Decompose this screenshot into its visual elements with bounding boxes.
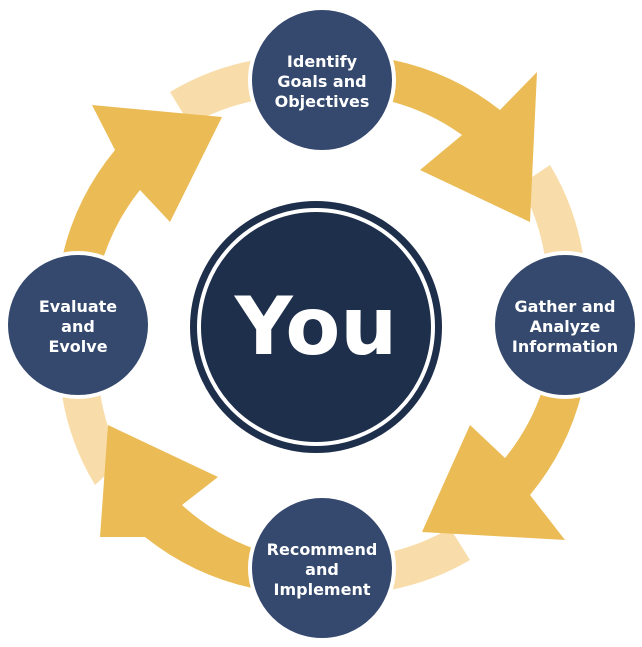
stage-identify-line-1: Identify [287,52,358,71]
stage-identify-line-2: Goals and [277,72,366,91]
arrow-identify-to-gather [385,60,537,222]
stage-gather-line-2: Analyze [530,317,601,336]
stage-evaluate: Evaluate and Evolve [4,251,152,399]
stage-recommend-line-3: Implement [274,580,371,599]
stage-circle-recommend [248,494,396,642]
stage-identify-line-3: Objectives [275,92,370,111]
arrow-gather-to-recommend [422,388,582,540]
stage-gather: Gather and Analyze Information [491,251,639,399]
stage-gather-line-3: Information [512,337,618,356]
arrow-recommend-to-evaluate [100,425,258,588]
stage-circle-identify [248,6,396,154]
stage-circle-gather [491,251,639,399]
stage-recommend-line-1: Recommend [267,540,378,559]
stage-recommend: Recommend and Implement [248,494,396,642]
stage-circle-evaluate [4,251,152,399]
stage-identify: Identify Goals and Objectives [248,6,396,154]
cycle-arrows [62,60,582,588]
stage-evaluate-line-3: Evolve [48,337,107,356]
stage-evaluate-line-1: Evaluate [39,297,117,316]
arrow-evaluate-to-identify [62,105,222,262]
light-arc-bottom [386,528,470,590]
light-arc-top [170,60,258,125]
center-label: You [234,280,398,373]
center-circle [190,201,442,453]
center-ring [197,208,435,446]
stage-recommend-line-2: and [305,560,339,579]
stage-evaluate-line-2: and [61,317,95,336]
stage-gather-line-1: Gather and [515,297,616,316]
center-node: You [190,201,442,453]
light-arc-right [520,165,583,258]
